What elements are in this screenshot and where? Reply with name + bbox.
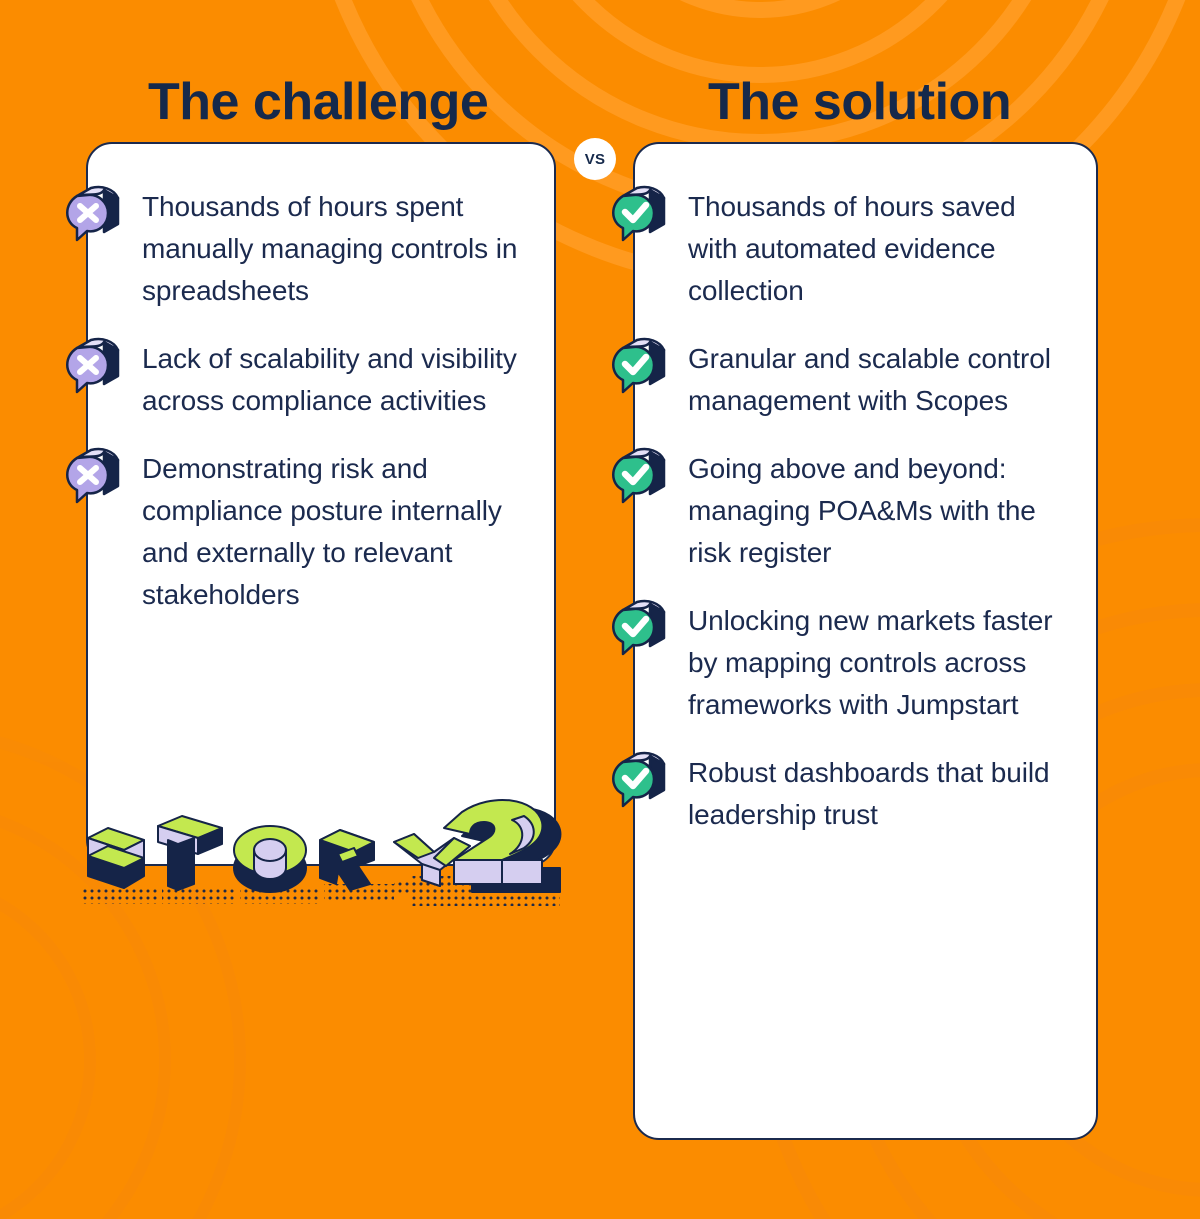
list-item-label: Robust dashboards that build leadership … (688, 757, 1050, 830)
headings-row: The challenge VS The solution (0, 60, 1200, 180)
speech-bubble-check-icon (604, 178, 676, 250)
wordmark-letter-S (87, 827, 145, 889)
speech-bubble-cross-icon (58, 440, 130, 512)
page-title-challenge: The challenge (148, 73, 489, 131)
speech-bubble-check-icon (604, 330, 676, 402)
wordmark-letter-Y (393, 833, 471, 887)
list-item: Unlocking new markets faster by mapping … (604, 596, 1104, 726)
list-item-label: Thousands of hours saved with automated … (688, 191, 1016, 306)
wordmark-letter-O (233, 825, 307, 893)
speech-bubble-cross-icon (58, 330, 130, 402)
page-title-solution: The solution (708, 73, 1012, 131)
list-item-label: Unlocking new markets faster by mapping … (688, 605, 1053, 720)
speech-bubble-check-icon (604, 744, 676, 816)
list-item: Thousands of hours spent manually managi… (58, 182, 558, 312)
wordmark-letter-T (157, 815, 223, 891)
list-item-label: Thousands of hours spent manually managi… (142, 191, 518, 306)
speech-bubble-check-icon (604, 592, 676, 664)
story-2-wordmark (62, 798, 572, 913)
list-item: Granular and scalable control management… (604, 334, 1104, 422)
challenge-list: Thousands of hours spent manually managi… (58, 182, 558, 638)
speech-bubble-cross-icon (58, 178, 130, 250)
list-item: Thousands of hours saved with automated … (604, 182, 1104, 312)
list-item-label: Going above and beyond: managing POA&Ms … (688, 453, 1036, 568)
list-item: Going above and beyond: managing POA&Ms … (604, 444, 1104, 574)
list-item-label: Granular and scalable control management… (688, 343, 1051, 416)
wordmark-letter-R (319, 829, 375, 891)
list-item: Lack of scalability and visibility acros… (58, 334, 558, 422)
speech-bubble-check-icon (604, 440, 676, 512)
list-item: Robust dashboards that build leadership … (604, 748, 1104, 836)
wordmark-letter-2 (443, 799, 562, 893)
list-item: Demonstrating risk and compliance postur… (58, 444, 558, 616)
solution-list: Thousands of hours saved with automated … (604, 182, 1104, 858)
list-item-label: Demonstrating risk and compliance postur… (142, 453, 502, 610)
list-item-label: Lack of scalability and visibility acros… (142, 343, 517, 416)
vs-badge: VS (574, 138, 616, 180)
